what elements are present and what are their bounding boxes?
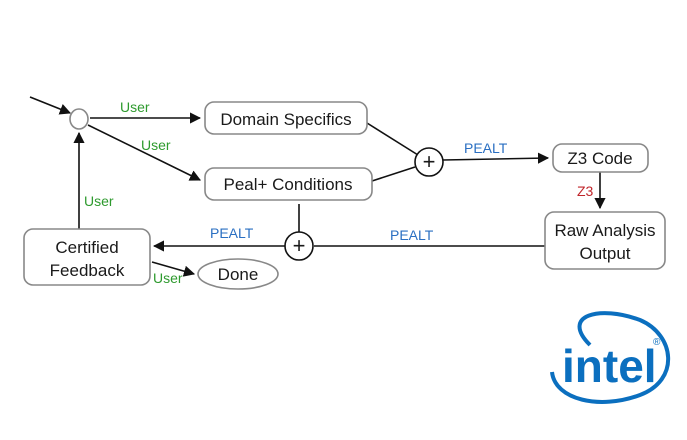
edge-label-user-done: User	[153, 270, 183, 286]
edge-label-pealt-raw: PEALT	[390, 227, 434, 243]
peal-conditions-node	[204, 167, 373, 201]
merge-plus-symbol-bottom: +	[293, 233, 306, 258]
merge-plus-symbol-top: +	[423, 149, 436, 174]
intel-logo-wordmark: intel	[562, 340, 657, 392]
start-node	[69, 108, 89, 130]
edge-plus-to-z3	[442, 152, 550, 164]
done-label: Done	[218, 265, 259, 284]
edge-label-pealt-certified: PEALT	[210, 225, 254, 241]
raw-analysis-label-line2: Output	[579, 244, 630, 263]
z3-code-label: Z3 Code	[567, 149, 632, 168]
entry-arrow	[29, 96, 72, 115]
edge-peal-to-plus	[371, 166, 416, 182]
edge-certified-to-done	[151, 261, 196, 277]
edge-domain-to-plus	[366, 122, 419, 156]
edge-start-to-peal	[87, 124, 202, 181]
done-node	[197, 258, 279, 290]
edge-label-user-peal: User	[141, 137, 171, 153]
certified-feedback-label-line1: Certified	[55, 238, 118, 257]
domain-specifics-label: Domain Specifics	[220, 110, 351, 129]
raw-analysis-node	[544, 211, 666, 270]
peal-conditions-label: Peal+ Conditions	[223, 175, 352, 194]
merge-plus-node-bottom	[284, 231, 314, 261]
domain-specifics-node	[204, 101, 368, 135]
intel-logo: intel ®	[550, 311, 671, 404]
intel-logo-swoosh	[550, 311, 671, 404]
edge-label-user-start: User	[84, 193, 114, 209]
edge-label-z3: Z3	[577, 183, 594, 199]
merge-plus-node-top	[414, 147, 444, 177]
raw-analysis-label-line1: Raw Analysis	[554, 221, 655, 240]
certified-feedback-node	[23, 228, 151, 286]
intel-logo-registered: ®	[653, 337, 661, 348]
edge-label-pealt-z3: PEALT	[464, 140, 508, 156]
z3-code-node	[552, 143, 649, 173]
edge-label-user-domain: User	[120, 99, 150, 115]
certified-feedback-label-line2: Feedback	[50, 261, 125, 280]
